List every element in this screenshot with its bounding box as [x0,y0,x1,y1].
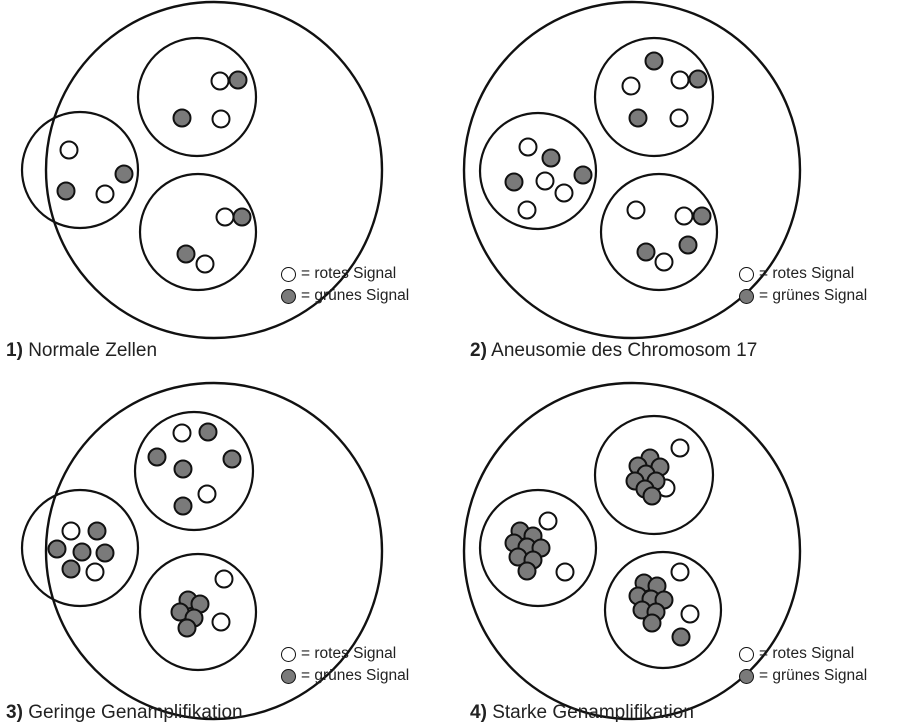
panel-title: Geringe Genamplifikation [28,702,242,723]
panel-title: Starke Genamplifikation [492,702,694,723]
green-signal [179,620,196,637]
green-signal [230,72,247,89]
panel-4-caption: 4) Starke Genamplifikation [470,702,694,724]
panel-number: 4) [470,702,487,723]
red-signal [676,208,693,225]
red-signal [197,256,214,273]
legend-green-label: = grünes Signal [301,285,409,307]
green-signal [630,110,647,127]
panel-2-caption: 2) Aneusomie des Chromosom 17 [470,340,757,362]
red-signal [217,209,234,226]
red-signal [199,486,216,503]
red-signal [557,564,574,581]
panel-number: 1) [6,340,23,361]
green-signal [49,541,66,558]
green-signal [234,209,251,226]
red-signal [672,564,689,581]
green-signal [575,167,592,184]
cell-bottom [140,174,256,290]
panel-title: Aneusomie des Chromosom 17 [491,340,757,361]
red-signal [556,185,573,202]
panel-number: 3) [6,702,23,723]
green-signal [644,615,661,632]
red-signal [656,254,673,271]
green-signal [673,629,690,646]
green-signal [694,208,711,225]
red-signal [672,72,689,89]
red-signal [212,73,229,90]
green-signal [690,71,707,88]
green-signal [646,53,663,70]
legend-green-label: = grünes Signal [301,665,409,687]
red-signal-legend-icon [739,267,754,282]
green-signal [116,166,133,183]
red-signal [520,139,537,156]
green-signal [638,244,655,261]
red-signal-legend-icon [739,647,754,662]
legend-panel-3: = rotes Signal = grünes Signal [281,643,409,687]
green-signal [644,488,661,505]
cell-top [138,38,256,156]
green-signal [89,523,106,540]
panel-title: Normale Zellen [28,340,157,361]
green-signal-legend-icon [281,669,296,684]
red-signal [216,571,233,588]
green-signal [506,174,523,191]
red-signal [213,111,230,128]
green-signal [175,498,192,515]
legend-red-label: = rotes Signal [301,643,396,665]
red-signal [213,614,230,631]
legend-green-label: = grünes Signal [759,665,867,687]
green-signal [519,563,536,580]
green-signal [543,150,560,167]
panel-3-caption: 3) Geringe Genamplifikation [6,702,243,724]
red-signal [540,513,557,530]
green-signal [175,461,192,478]
legend-green-label: = grünes Signal [759,285,867,307]
green-signal [178,246,195,263]
legend-panel-1: = rotes Signal = grünes Signal [281,263,409,307]
green-signal [97,545,114,562]
red-signal [61,142,78,159]
red-signal [519,202,536,219]
red-signal [682,606,699,623]
green-signal [58,183,75,200]
green-signal [224,451,241,468]
green-signal [149,449,166,466]
legend-panel-2: = rotes Signal = grünes Signal [739,263,867,307]
red-signal [623,78,640,95]
red-signal [87,564,104,581]
red-signal-legend-icon [281,647,296,662]
green-signal [74,544,91,561]
green-signal [63,561,80,578]
panel-number: 2) [470,340,487,361]
red-signal [671,110,688,127]
red-signal [97,186,114,203]
green-signal [680,237,697,254]
legend-panel-4: = rotes Signal = grünes Signal [739,643,867,687]
green-signal-legend-icon [281,289,296,304]
red-signal-legend-icon [281,267,296,282]
red-signal [63,523,80,540]
red-signal [628,202,645,219]
green-signal [200,424,217,441]
cell-top [135,412,253,530]
red-signal [672,440,689,457]
green-signal [174,110,191,127]
legend-red-label: = rotes Signal [759,643,854,665]
panel-1-caption: 1) Normale Zellen [6,340,157,362]
red-signal [537,173,554,190]
red-signal [174,425,191,442]
legend-red-label: = rotes Signal [759,263,854,285]
green-signal-legend-icon [739,669,754,684]
legend-red-label: = rotes Signal [301,263,396,285]
green-signal-legend-icon [739,289,754,304]
cell-bottom [601,174,717,290]
